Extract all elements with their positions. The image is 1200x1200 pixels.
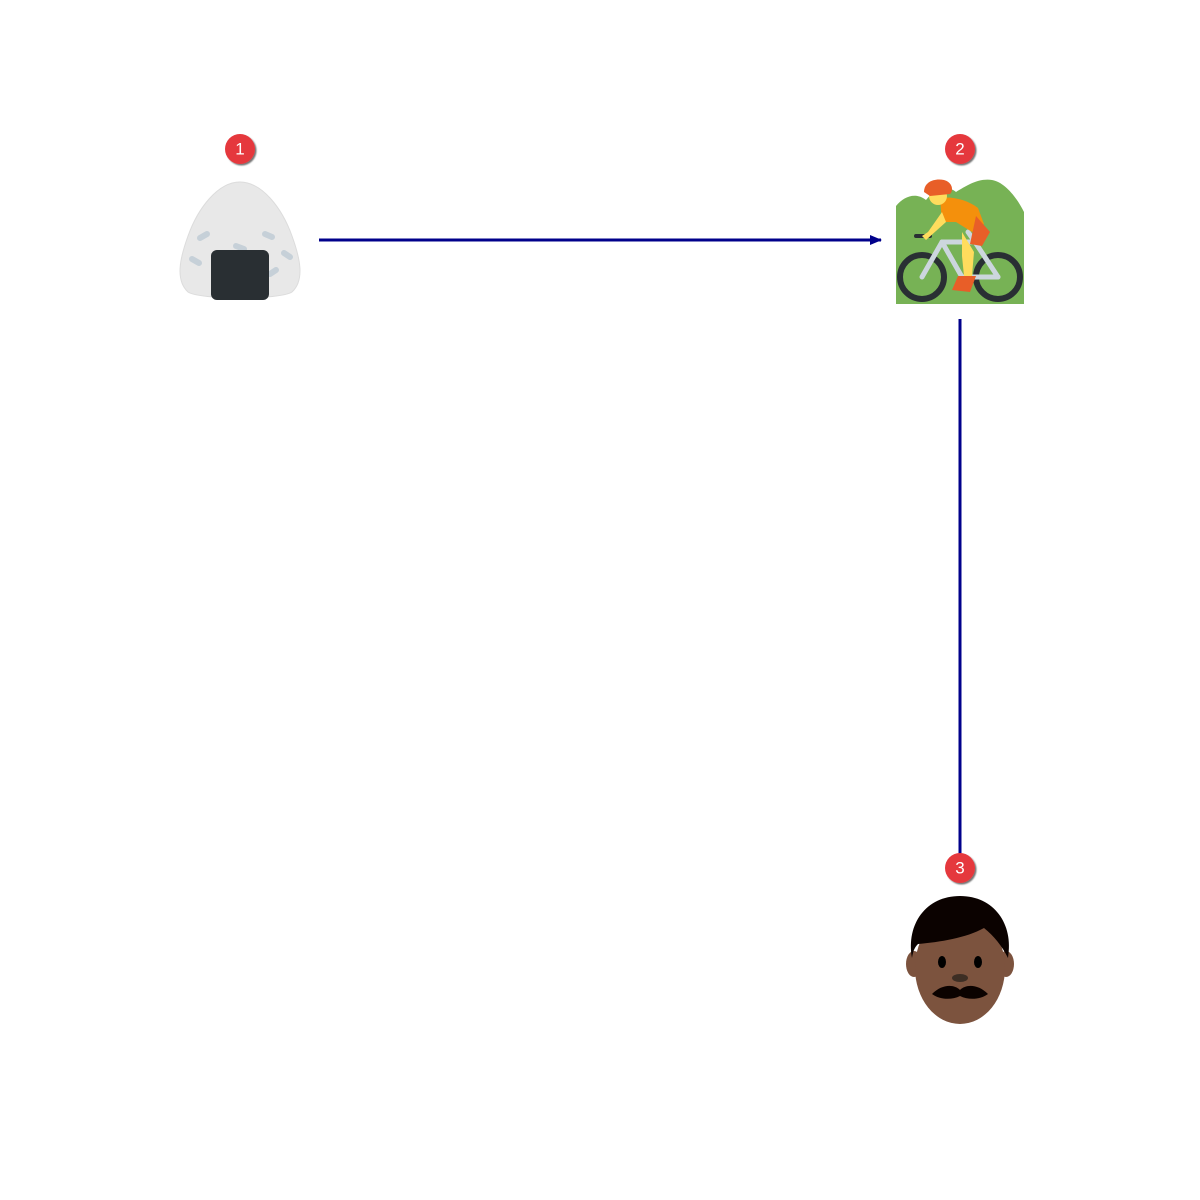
mountain-bicyclist-icon bbox=[896, 179, 1024, 304]
step-badge: 3 bbox=[945, 853, 975, 883]
step-badge: 2 bbox=[945, 134, 975, 164]
step-badge: 1 bbox=[225, 134, 255, 164]
rice-ball-icon bbox=[179, 181, 301, 300]
edges bbox=[319, 235, 962, 858]
step-number: 1 bbox=[235, 140, 244, 159]
node-1[interactable]: 1 bbox=[179, 134, 301, 300]
step-number: 2 bbox=[955, 140, 964, 159]
man-dark-skin-tone-icon bbox=[906, 896, 1014, 1024]
step-number: 3 bbox=[955, 859, 964, 878]
node-3[interactable]: 3 bbox=[906, 853, 1014, 1024]
node-2[interactable]: 2 bbox=[896, 134, 1024, 304]
